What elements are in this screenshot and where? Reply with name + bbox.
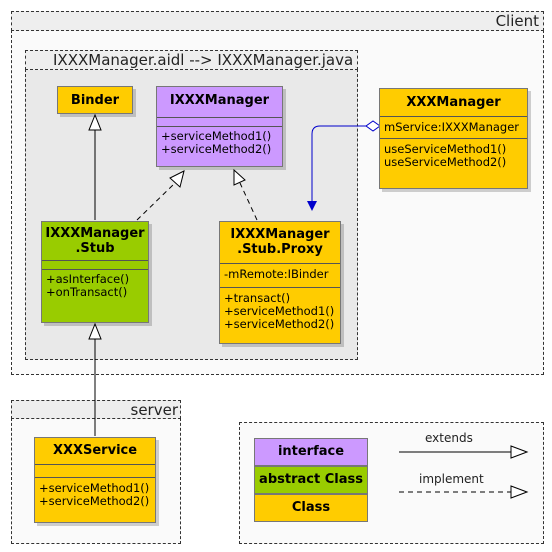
method: +serviceMethod2() [39, 494, 150, 508]
method: +serviceMethod2() [224, 317, 335, 331]
method: +serviceMethod1() [224, 304, 335, 318]
class-xxxservice-name: XXXService [52, 443, 138, 458]
legend-implement-head [510, 485, 529, 499]
stub-extends-binder-head [88, 113, 102, 131]
class-proxy-methods: +transact() +serviceMethod1() +serviceMe… [220, 287, 340, 333]
class-xxxservice-methods: +serviceMethod1() +serviceMethod2() [35, 477, 155, 510]
class-ixxxmanager: IXXXManager +serviceMethod1() +serviceMe… [156, 86, 283, 167]
class-stub-attributes [42, 260, 148, 269]
class-binder: Binder [57, 86, 133, 114]
server-package-label: server [130, 401, 178, 419]
aidl-package-label: IXXXManager.aidl --> IXXXManager.java [53, 51, 354, 69]
class-xxxservice-attributes [35, 464, 155, 477]
aidl-package-tab: IXXXManager.aidl --> IXXXManager.java [25, 50, 358, 70]
class-proxy-attributes: -mRemote:IBinder [220, 263, 340, 287]
class-stub-name-line2: .Stub [75, 241, 115, 256]
class-ixxxmanager-attributes [157, 117, 282, 126]
client-package-tab: Client [11, 11, 544, 31]
class-proxy: IXXXManager .Stub.Proxy -mRemote:IBinder… [219, 221, 341, 344]
class-xxxmanager-attributes: mService:IXXXManager [380, 116, 527, 138]
class-xxxmanager-methods: useServiceMethod1() useServiceMethod2() [380, 138, 527, 171]
client-package-label: Client [495, 12, 539, 30]
attribute: mService:IXXXManager [384, 120, 520, 134]
class-xxxmanager: XXXManager mService:IXXXManager useServi… [379, 88, 528, 189]
method: +serviceMethod1() [39, 481, 150, 495]
proxy-implements-head [233, 168, 246, 186]
class-stub-name: IXXXManager .Stub [42, 222, 148, 260]
class-xxxmanager-name: XXXManager [406, 95, 501, 110]
legend-class: Class [254, 494, 368, 522]
stub-implements-line [136, 182, 176, 221]
stub-implements-head [169, 170, 185, 188]
class-stub-methods: +asInterface() +onTransact() [42, 269, 148, 301]
class-xxxservice: XXXService +serviceMethod1() +serviceMet… [34, 437, 156, 523]
attribute: -mRemote:IBinder [224, 267, 329, 281]
service-extends-stub-head [88, 322, 102, 340]
class-ixxxmanager-name: IXXXManager [169, 93, 270, 108]
method: +onTransact() [46, 285, 128, 299]
legend-interface: interface [254, 438, 368, 466]
class-stub-name-line1: IXXXManager [45, 226, 145, 241]
class-binder-name: Binder [70, 93, 120, 108]
proxy-implements-line [239, 182, 258, 221]
legend-abstract-class: abstract Class [254, 466, 368, 494]
class-proxy-name-line2: .Stub.Proxy [237, 242, 323, 257]
class-ixxxmanager-methods: +serviceMethod1() +serviceMethod2() [157, 126, 282, 158]
method: +serviceMethod1() [161, 129, 272, 143]
class-proxy-name: IXXXManager .Stub.Proxy [220, 222, 340, 263]
association-line [307, 125, 366, 211]
method: +asInterface() [46, 272, 130, 286]
legend-implement-label: implement [419, 472, 484, 486]
method: +transact() [224, 291, 291, 305]
association-diamond [365, 120, 381, 132]
class-proxy-name-line1: IXXXManager [230, 227, 330, 242]
legend-extends-label: extends [425, 431, 473, 445]
method: useServiceMethod1() [384, 142, 507, 156]
legend-extends-head [510, 445, 529, 459]
method: useServiceMethod2() [384, 155, 507, 169]
server-package-tab: server [11, 400, 181, 419]
class-stub: IXXXManager .Stub +asInterface() +onTran… [41, 221, 149, 323]
method: +serviceMethod2() [161, 142, 272, 156]
